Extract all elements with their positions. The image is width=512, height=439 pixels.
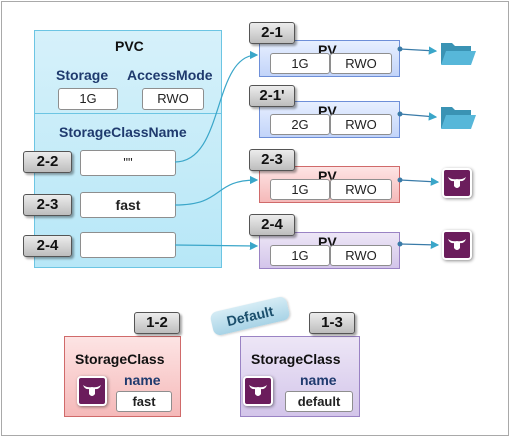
pv-size: 2G: [270, 114, 330, 135]
pv-mode: RWO: [330, 53, 392, 74]
pvc-sc-name-field-unset: [80, 232, 176, 258]
tag-2-4-pvc: 2-4: [23, 235, 72, 257]
pvc-title: PVC: [115, 38, 144, 54]
pv-2-3: PV 1G RWO: [259, 166, 400, 203]
pvc-storage-value: 1G: [58, 88, 118, 110]
pv-2-1-prime: PV 2G RWO: [259, 101, 400, 138]
storage-class-name-value: default: [285, 391, 353, 412]
pv-2-4: PV 1G RWO: [259, 232, 400, 269]
storage-class-name-label: name: [124, 372, 161, 388]
tag-2-1-prime: 2-1': [249, 85, 295, 107]
folder-icon: [441, 107, 476, 129]
pvc-access-mode-value: RWO: [142, 88, 204, 110]
tag-2-2: 2-2: [23, 151, 72, 173]
storage-provider-logo-icon: [77, 376, 107, 406]
storage-provider-logo-icon: [442, 168, 472, 198]
storage-class-title: StorageClass: [251, 351, 341, 367]
pv-mode: RWO: [330, 179, 392, 200]
tag-2-4-pv: 2-4: [249, 214, 295, 236]
storage-class-name-value: fast: [116, 391, 172, 412]
storage-class-name-label: name: [300, 372, 337, 388]
pv-mode: RWO: [330, 245, 392, 266]
pv-size: 1G: [270, 53, 330, 74]
pv-size: 1G: [270, 245, 330, 266]
storage-provider-logo-icon: [243, 376, 273, 406]
storage-label: Storage: [56, 67, 109, 83]
pvc-divider: [35, 113, 221, 114]
storage-class-name-label: StorageClassName: [59, 124, 187, 140]
storage-class-fast: StorageClass name fast: [64, 336, 181, 417]
pv-mode: RWO: [330, 114, 392, 135]
tag-2-3-pv: 2-3: [249, 149, 295, 171]
tag-1-3: 1-3: [309, 312, 355, 334]
storage-class-title: StorageClass: [75, 351, 165, 367]
pvc-sc-name-field-empty-string: "": [80, 150, 176, 176]
folder-icon: [441, 43, 476, 65]
tag-1-2: 1-2: [134, 312, 180, 334]
pvc-sc-name-field-fast: fast: [80, 192, 176, 218]
storage-provider-logo-icon: [442, 230, 472, 260]
tag-2-1: 2-1: [249, 22, 295, 44]
pvc-block: PVC Storage AccessMode 1G RWO StorageCla…: [34, 30, 222, 268]
tag-2-3-pvc: 2-3: [23, 194, 72, 216]
pv-size: 1G: [270, 179, 330, 200]
pv-2-1: PV 1G RWO: [259, 40, 400, 77]
access-mode-label: AccessMode: [127, 67, 213, 83]
